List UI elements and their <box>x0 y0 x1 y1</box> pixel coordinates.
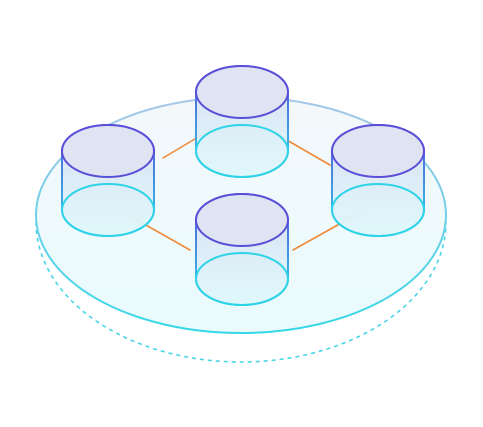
database-node-bottom-band <box>195 252 289 280</box>
database-node-right <box>331 124 425 237</box>
database-node-top-band-front <box>195 150 289 178</box>
database-node-left-band <box>61 183 155 211</box>
database-node-left-band-front <box>61 209 155 237</box>
database-node-left <box>61 124 155 237</box>
database-node-top <box>195 65 289 178</box>
database-node-bottom-band-front <box>195 278 289 306</box>
database-node-bottom-lid <box>195 193 289 247</box>
database-node-left-lid <box>61 124 155 178</box>
platform-dashed-ring <box>35 221 447 363</box>
database-node-top-band <box>195 124 289 152</box>
database-node-bottom <box>195 193 289 306</box>
database-node-right-band-front <box>331 209 425 237</box>
database-node-right-lid <box>331 124 425 178</box>
database-node-right-band <box>331 183 425 211</box>
database-node-top-lid <box>195 65 289 119</box>
